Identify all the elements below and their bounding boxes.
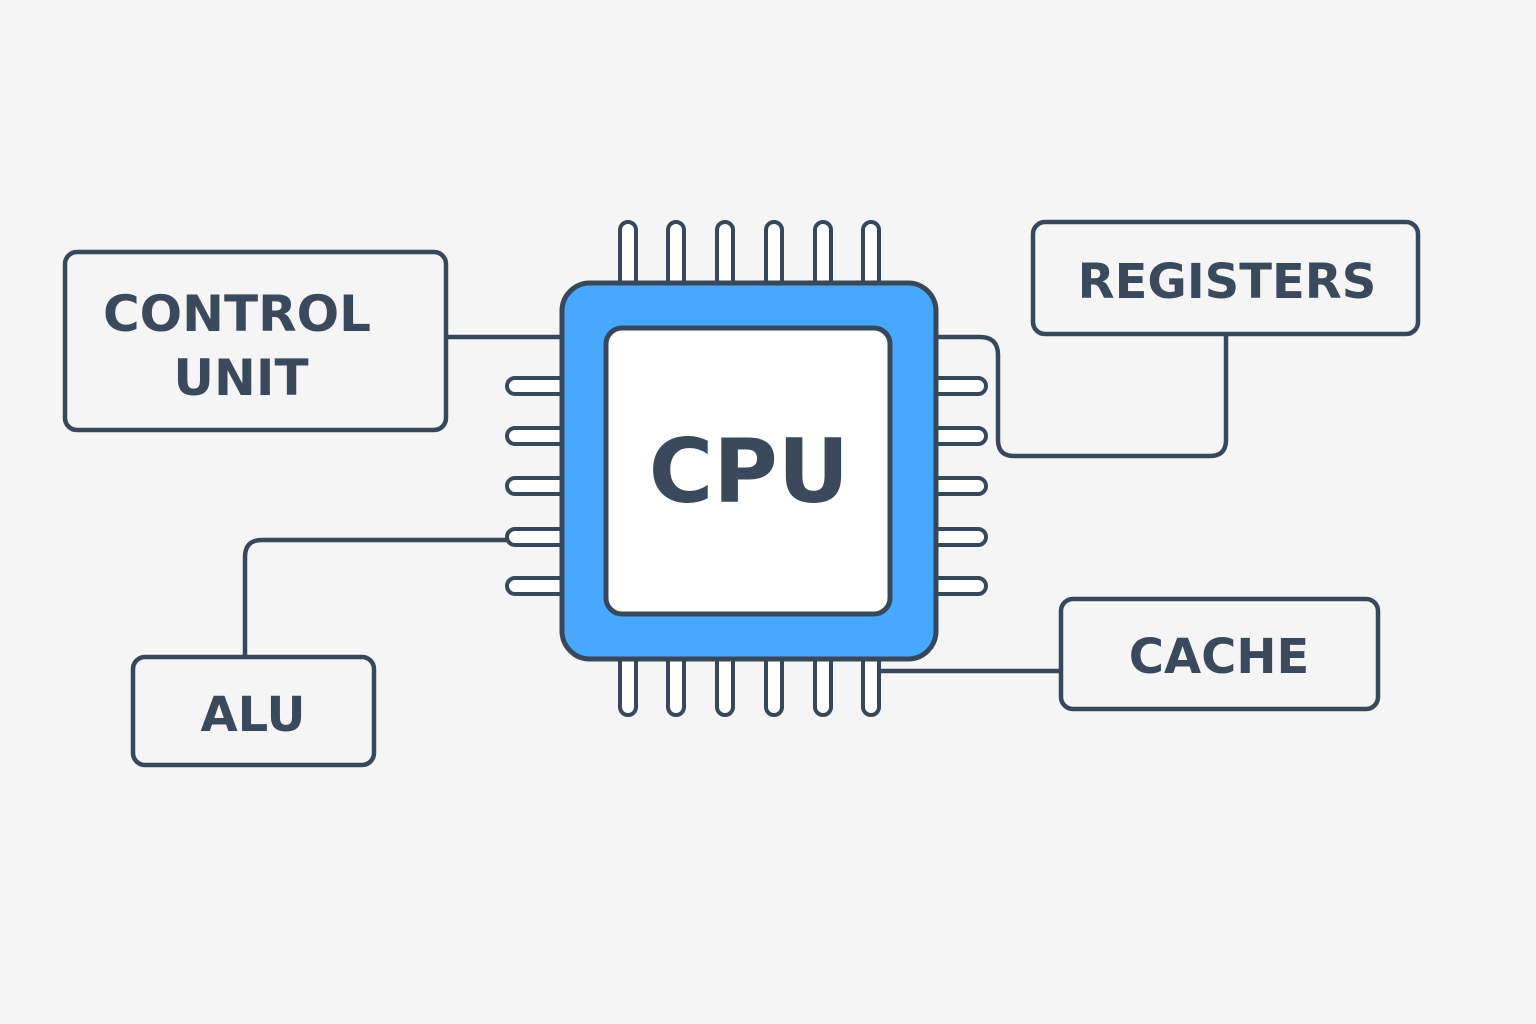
cpu-chip: CPU <box>559 280 939 662</box>
cache-box: CACHE <box>1058 596 1381 712</box>
chip-core <box>603 325 893 617</box>
registers-label: REGISTERS <box>1078 254 1377 310</box>
control-unit-label-line2: UNIT <box>173 349 308 407</box>
connectors <box>242 331 1229 674</box>
alu-label: ALU <box>201 687 306 743</box>
cache-label: CACHE <box>1129 629 1310 685</box>
control-unit-label-line1: CONTROL <box>103 285 371 343</box>
control-unit-box: CONTROL UNIT <box>62 249 449 433</box>
alu-box: ALU <box>130 654 377 768</box>
registers-box: REGISTERS <box>1030 219 1421 337</box>
connector-alu <box>242 537 513 660</box>
cpu-label: CPU <box>649 420 850 523</box>
connector-registers <box>933 331 1229 459</box>
